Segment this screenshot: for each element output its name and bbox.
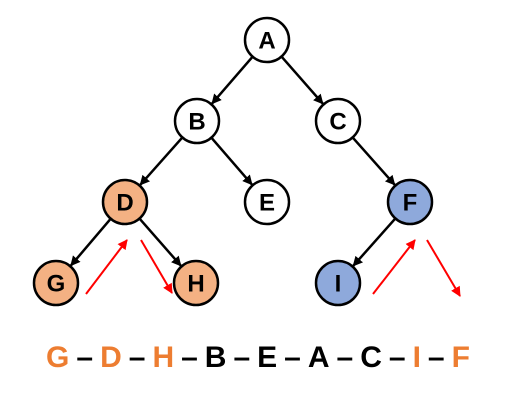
- sequence-item-E: E: [257, 341, 278, 374]
- node-label: I: [335, 271, 342, 298]
- tree-node-D: D: [101, 178, 149, 226]
- tree-node-H: H: [172, 259, 220, 307]
- traversal-arrow-I-F: [372, 239, 416, 295]
- node-label: A: [258, 28, 275, 55]
- sequence-separator: –: [181, 341, 198, 374]
- node-circle: [173, 97, 221, 145]
- traversal-arrow-D-H: [140, 239, 173, 294]
- edge-D-H: [138, 217, 182, 267]
- node-circle: [314, 259, 362, 307]
- edge-F-I: [352, 217, 397, 267]
- sequence-item-G: G: [46, 341, 70, 374]
- tree-edges: [69, 55, 397, 267]
- tree-nodes: A B C D E F G H I: [32, 16, 434, 307]
- edge-B-E: [210, 136, 253, 186]
- node-label: B: [188, 109, 205, 136]
- node-label: C: [329, 109, 346, 136]
- tree-node-F: F: [386, 178, 434, 226]
- edge-A-B: [211, 55, 254, 105]
- sequence-separator: –: [284, 341, 301, 374]
- node-circle: [101, 178, 149, 226]
- sequence-item-C: C: [360, 341, 382, 374]
- tree-node-G: G: [32, 259, 80, 307]
- edge-A-C: [280, 55, 324, 105]
- edge-D-G: [69, 217, 112, 267]
- node-label: H: [187, 271, 204, 298]
- tree-node-E: E: [243, 178, 291, 226]
- tree-node-B: B: [173, 97, 221, 145]
- traversal-arrow-G-D: [85, 239, 128, 295]
- tree-node-A: A: [243, 16, 291, 64]
- edge-B-D: [139, 136, 184, 186]
- sequence-item-D: D: [100, 341, 122, 374]
- sequence-separator: –: [76, 341, 94, 374]
- sequence-item-B: B: [204, 341, 227, 374]
- sequence-item-A: A: [307, 341, 330, 374]
- node-circle: [32, 259, 80, 307]
- node-circle: [243, 16, 291, 64]
- node-label: E: [259, 190, 275, 217]
- traversal-arrow-F-exit: [426, 239, 461, 297]
- tree-node-I: I: [314, 259, 362, 307]
- sequence-separator: –: [128, 341, 146, 374]
- node-circle: [386, 178, 434, 226]
- node-circle: [172, 259, 220, 307]
- sequence-separator: –: [427, 341, 445, 374]
- sequence-item-H: H: [152, 341, 175, 374]
- node-label: G: [47, 271, 66, 298]
- sequence-item-I: I: [412, 341, 421, 374]
- sequence-item-F: F: [451, 341, 470, 374]
- tree-node-C: C: [314, 97, 362, 145]
- node-label: F: [403, 190, 418, 217]
- sequence-separator: –: [233, 341, 251, 374]
- traversal-sequence: G–D–H–B–E–A–C–I–F: [0, 336, 516, 380]
- node-label: D: [116, 190, 133, 217]
- node-circle: [314, 97, 362, 145]
- node-circle: [243, 178, 291, 226]
- traversal-arrows: [85, 239, 461, 297]
- edge-C-F: [351, 136, 396, 186]
- sequence-separator: –: [336, 341, 354, 374]
- sequence-separator: –: [388, 341, 406, 374]
